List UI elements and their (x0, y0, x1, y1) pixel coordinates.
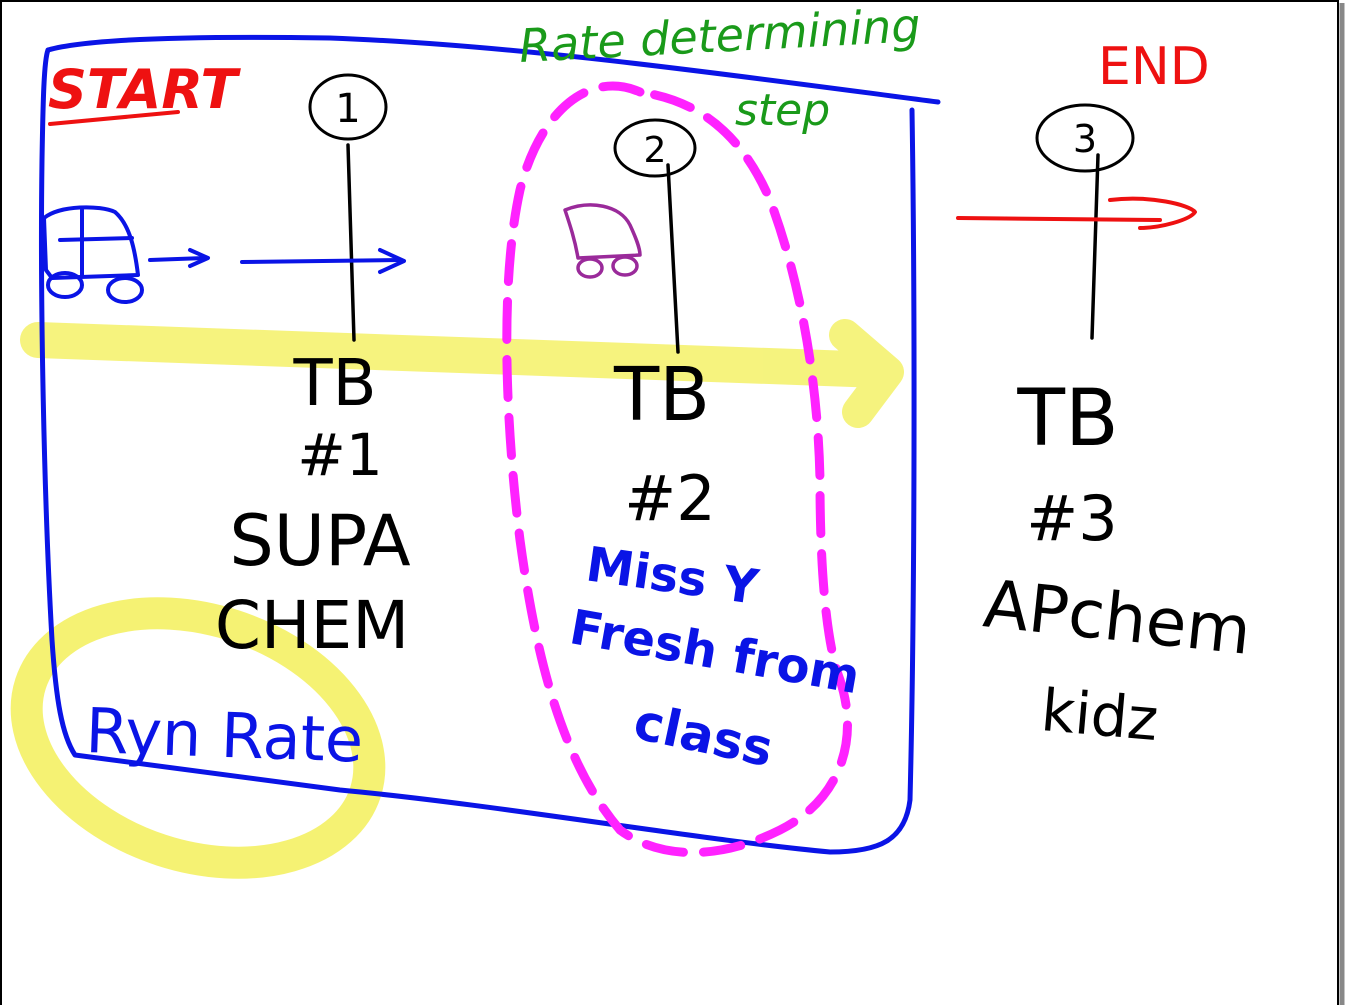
rate-determining-dashed-ellipse (502, 81, 852, 857)
ts2-line1: Miss Y (583, 536, 763, 616)
ts1-hash: #1 (297, 421, 383, 489)
ts3-line1: APchem (980, 565, 1255, 670)
blue-frame-top (45, 34, 941, 105)
ts1-line1: SUPA (229, 500, 410, 582)
ts3-name: TB (1016, 374, 1118, 464)
blue-frame (38, 47, 917, 855)
ts3-number: 3 (1073, 117, 1097, 161)
ts3-line2: kidz (1039, 676, 1161, 754)
ts2-number-circle (613, 118, 697, 178)
step-label: step (735, 85, 830, 136)
ts2-peak-line (666, 163, 680, 354)
ts2-line3: class (629, 692, 778, 778)
ts3-hash: #3 (1026, 482, 1117, 555)
blue-arrow-icon (148, 248, 406, 274)
rxn-rate-label: Ryn Rate (84, 694, 364, 777)
car-icon (42, 205, 144, 304)
start-underline (48, 110, 180, 126)
ts1-peak-line (346, 143, 356, 342)
yellow-arrow-icon (20, 319, 904, 428)
ts1-number: 1 (335, 86, 360, 132)
ts1-name: TB (293, 347, 377, 421)
ts2-line2: Fresh from (566, 599, 864, 705)
rate-determining-label: Rate determining (518, 0, 922, 73)
start-label: START (48, 58, 241, 121)
red-arrow-icon (956, 196, 1197, 230)
ts3-peak-line (1090, 153, 1100, 340)
ts1-line2: CHEM (215, 587, 409, 664)
purple-car-icon (563, 203, 642, 279)
ts1-number-circle (308, 73, 388, 141)
end-label: END (1098, 37, 1210, 97)
ts3-number-circle (1035, 103, 1135, 173)
ts2-number: 2 (644, 130, 667, 171)
ts2-hash: #2 (624, 462, 715, 535)
ts2-name: TB (613, 352, 710, 438)
